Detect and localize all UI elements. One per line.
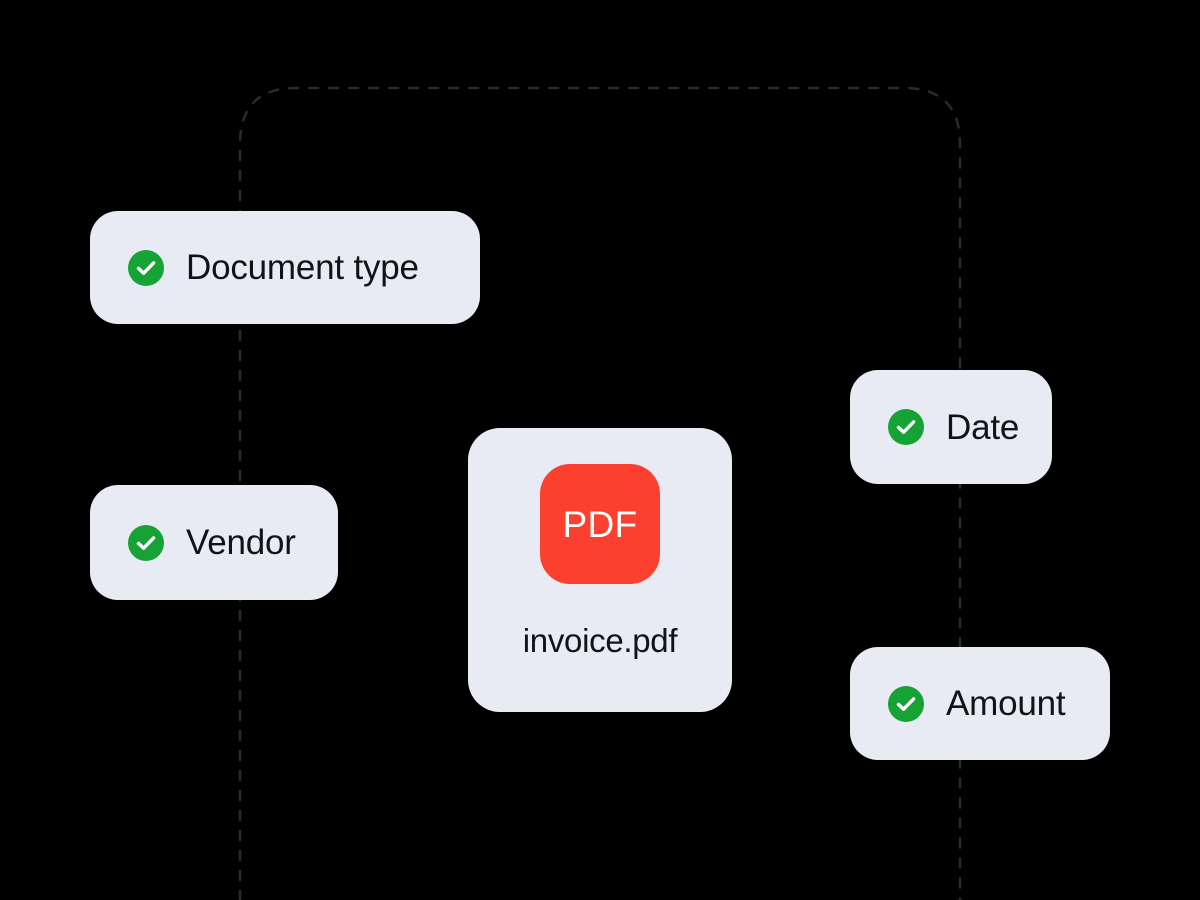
file-type-label: PDF [562, 503, 638, 545]
field-chip-label: Amount [946, 684, 1066, 723]
check-circle-icon [888, 409, 924, 445]
field-chip-date[interactable]: Date [850, 370, 1052, 484]
check-circle-icon [128, 249, 164, 286]
check-circle-icon [128, 524, 164, 561]
field-chip-vendor[interactable]: Vendor [90, 485, 338, 600]
field-chip-amount[interactable]: Amount [850, 647, 1110, 760]
field-chip-label: Vendor [186, 523, 296, 562]
field-chip-label: Date [946, 407, 1020, 447]
field-chip-label: Document type [186, 248, 419, 287]
check-circle-icon [888, 685, 924, 722]
pdf-file-icon: PDF [540, 464, 660, 584]
connector-path [238, 86, 962, 900]
file-card[interactable]: PDF invoice.pdf [468, 428, 732, 712]
field-chip-document-type[interactable]: Document type [90, 211, 480, 324]
file-name-label: invoice.pdf [522, 622, 678, 659]
